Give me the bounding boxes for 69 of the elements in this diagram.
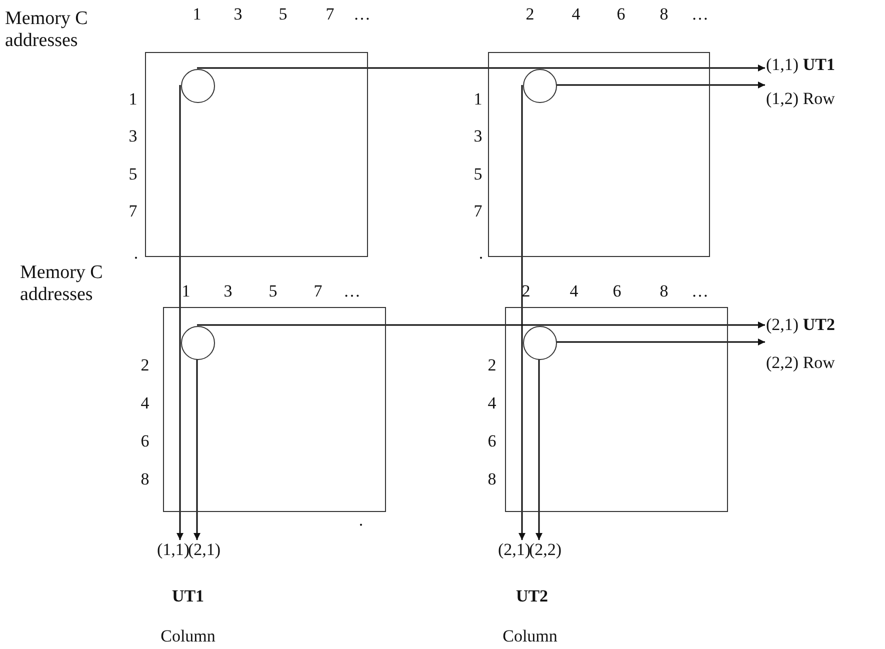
output-label: (1,1) <box>157 541 188 563</box>
address-number: 2 <box>526 6 534 24</box>
output-label: (2,1) <box>498 541 529 563</box>
address-number: 6 <box>612 282 622 302</box>
cell-circle <box>181 326 215 360</box>
address-number: 2 <box>522 282 530 302</box>
cell-circle <box>181 69 215 103</box>
address-number: 7 <box>326 6 334 24</box>
arrow <box>176 85 184 540</box>
address-number: 5 <box>278 6 288 24</box>
ellipsis: … <box>354 6 370 24</box>
output-label: (2,2) <box>529 541 560 563</box>
arrow <box>518 85 526 540</box>
arrow <box>194 359 200 540</box>
address-number: 1 <box>128 90 138 110</box>
address-number: 8 <box>660 6 668 24</box>
address-number: 4 <box>488 394 496 414</box>
address-number: 5 <box>474 166 482 184</box>
address-number: 8 <box>140 470 150 490</box>
memory-block <box>505 307 728 512</box>
address-number: 1 <box>474 90 482 110</box>
address-number: 2 <box>140 356 150 376</box>
ellipsis: … <box>692 6 708 24</box>
address-number: 6 <box>140 432 150 452</box>
address-number: 8 <box>660 282 668 302</box>
dot: . <box>358 512 364 530</box>
arrow <box>556 338 765 346</box>
address-number: 3 <box>474 128 482 146</box>
arrow <box>536 359 542 540</box>
unit-label: UT2 <box>516 588 548 606</box>
address-number: 5 <box>128 166 138 184</box>
axis-caption: Column <box>160 628 216 646</box>
address-number: 3 <box>234 6 242 24</box>
memory-block <box>163 307 386 512</box>
output-label: (2,1) UT2 <box>766 316 856 338</box>
address-number: 3 <box>128 128 138 146</box>
address-number: 7 <box>474 202 482 222</box>
arrow <box>556 82 765 88</box>
address-number: 6 <box>488 432 496 452</box>
memory-block <box>145 52 368 257</box>
cell-circle <box>523 326 557 360</box>
output-label: (1,1) UT1 <box>766 56 856 78</box>
ellipsis: … <box>344 282 360 302</box>
dot: . <box>478 244 484 264</box>
address-number: 7 <box>314 282 322 302</box>
address-number: 2 <box>488 356 496 376</box>
address-number: 4 <box>572 6 580 24</box>
arrow <box>197 64 765 72</box>
address-number: 5 <box>268 282 278 302</box>
cell-circle <box>523 69 557 103</box>
output-label: (1,2) Row <box>766 80 856 112</box>
memory-block <box>488 52 710 257</box>
address-number: 3 <box>224 282 232 302</box>
address-number: 6 <box>616 6 626 24</box>
ellipsis: … <box>692 282 708 302</box>
address-number: 8 <box>488 470 496 490</box>
axis-title: Memory C addresses <box>20 262 104 306</box>
address-number: 4 <box>570 282 578 302</box>
unit-label: UT1 <box>172 588 204 606</box>
address-number: 7 <box>128 202 138 222</box>
arrow <box>197 322 765 328</box>
address-number: 1 <box>182 282 190 302</box>
dot: . <box>134 244 138 264</box>
axis-title: Memory C addresses <box>5 8 89 52</box>
address-number: 4 <box>140 394 150 414</box>
address-number: 1 <box>192 6 202 24</box>
output-label: (2,1) <box>188 541 219 563</box>
axis-caption: Column <box>502 628 558 646</box>
output-label: (2,2) Row <box>766 340 856 376</box>
